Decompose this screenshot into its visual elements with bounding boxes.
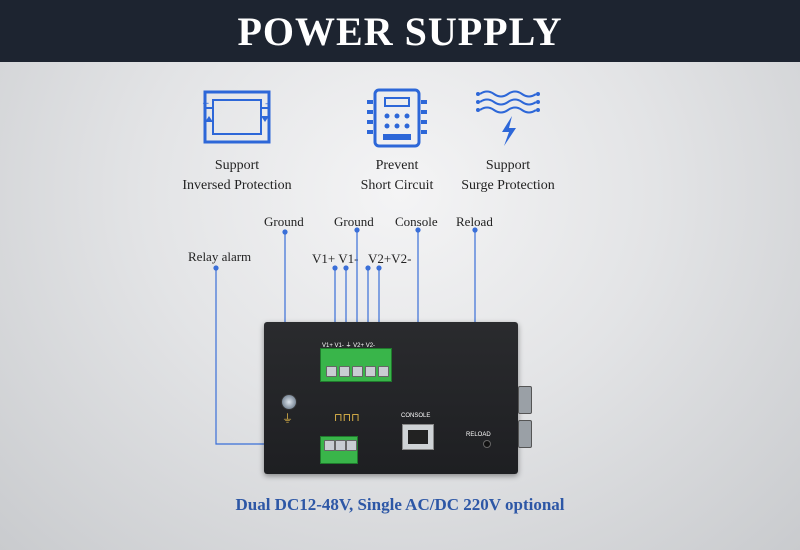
svg-text:+: + xyxy=(202,99,210,109)
callout-ground-right: Ground xyxy=(334,214,374,229)
circuit-chip-icon xyxy=(357,86,437,152)
feature-label: Support Surge Protection xyxy=(461,158,555,193)
relay-icon: ⊓⊓⊓ xyxy=(334,411,360,424)
feature-label: Support Inversed Protection xyxy=(182,158,292,193)
callout-ground-left: Ground xyxy=(264,214,304,229)
footer-caption: Dual DC12-48V, Single AC/DC 220V optiona… xyxy=(235,495,565,514)
reverse-polarity-icon: + - xyxy=(197,86,277,152)
device-front-panel xyxy=(264,322,518,474)
feature-surge-protection: Support Surge Protection xyxy=(418,86,598,196)
feature-short-circuit: Prevent Short Circuit xyxy=(307,86,487,196)
callout-voltage-pins: V1+ V1- V2+V2- xyxy=(312,251,412,266)
power-pin-labels: V1+ V1- ⏚ V2+ V2- xyxy=(322,343,376,349)
callout-reload: Reload xyxy=(456,214,493,229)
header-bar: POWER SUPPLY xyxy=(0,0,800,62)
feature-label: Prevent Short Circuit xyxy=(360,158,434,193)
reload-silk-label: RELOAD xyxy=(466,432,491,438)
page-title: POWER SUPPLY xyxy=(237,8,563,54)
ground-screw xyxy=(281,394,297,410)
power-terminal-block xyxy=(320,348,392,382)
svg-text:-: - xyxy=(265,99,268,109)
feature-inversed-protection: + - Support Inversed Protection xyxy=(147,86,327,196)
callout-relay-alarm: Relay alarm xyxy=(188,249,252,264)
relay-terminal-block xyxy=(320,436,358,464)
console-port xyxy=(402,424,434,450)
callout-console: Console xyxy=(395,214,438,229)
ground-icon: ⏚ xyxy=(282,412,293,425)
sfp-port-bottom xyxy=(518,420,532,448)
sfp-port-top xyxy=(518,386,532,414)
console-silk-label: CONSOLE xyxy=(401,413,431,419)
reload-button xyxy=(483,440,491,448)
surge-wave-icon xyxy=(468,86,548,152)
